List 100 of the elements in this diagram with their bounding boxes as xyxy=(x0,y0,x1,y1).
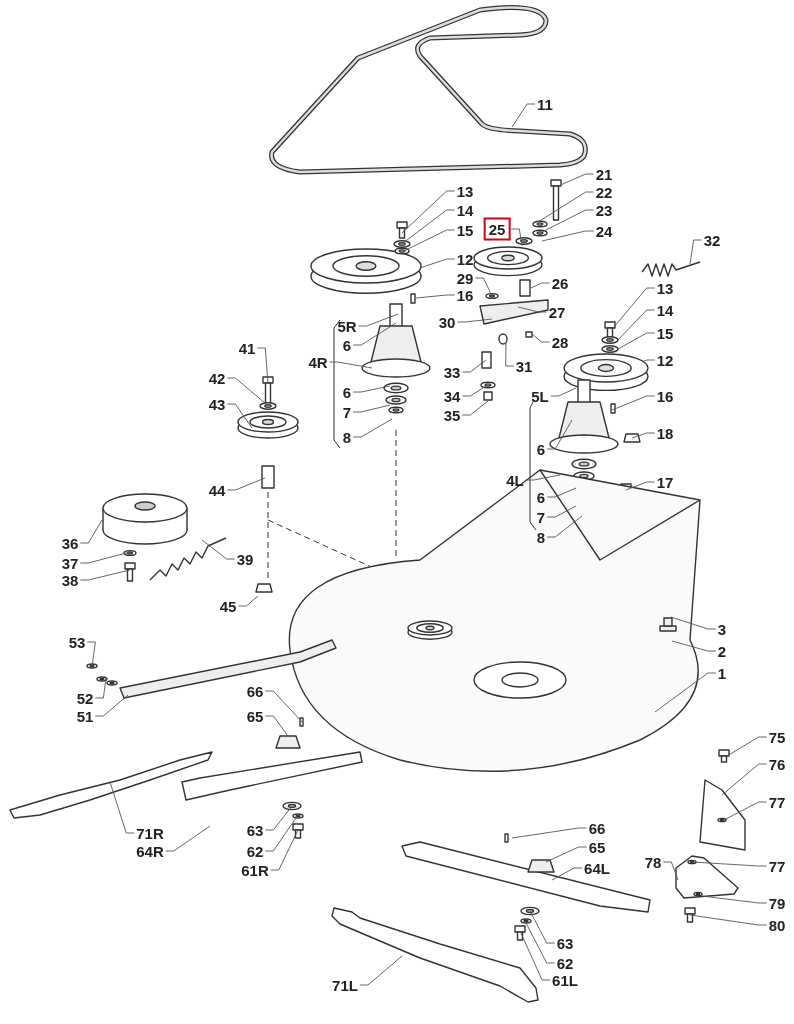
leader-line xyxy=(625,481,656,491)
leader-line xyxy=(264,690,303,723)
leader-line xyxy=(94,677,107,699)
callout-number: 8 xyxy=(535,528,547,546)
callout-number: 1 xyxy=(716,664,728,682)
callout-number: 11 xyxy=(536,95,554,113)
callout-number: 42 xyxy=(207,369,227,387)
leader-line xyxy=(670,616,717,630)
callout-number: 80 xyxy=(767,916,787,934)
leader-line xyxy=(517,306,548,313)
leader-line xyxy=(545,846,588,863)
callout-number: 31 xyxy=(514,357,534,375)
leader-line xyxy=(456,318,493,323)
leader-line xyxy=(617,309,656,341)
callout-number: 15 xyxy=(655,324,675,342)
callout-number: 32 xyxy=(702,231,722,249)
leader-line xyxy=(537,191,595,223)
callout-number: 63 xyxy=(555,934,575,952)
leader-line xyxy=(691,861,768,867)
callout-number: 24 xyxy=(594,222,614,240)
leader-line xyxy=(546,487,577,498)
leader-line xyxy=(555,173,595,188)
leader-line xyxy=(511,827,588,839)
callout-number: 66 xyxy=(587,819,607,837)
callout-number: 66 xyxy=(245,682,265,700)
leader-line xyxy=(613,287,656,328)
leader-line xyxy=(79,569,131,581)
leader-line xyxy=(461,400,489,416)
leader-line xyxy=(352,322,397,346)
leader-line xyxy=(237,595,259,607)
leader-line xyxy=(352,385,391,393)
callout-number: 12 xyxy=(455,250,475,268)
leader-line xyxy=(721,763,768,796)
leader-line xyxy=(403,229,456,252)
leader-line xyxy=(701,895,768,904)
callout-number: 18 xyxy=(655,424,675,442)
leader-line xyxy=(79,551,131,564)
callout-number: 53 xyxy=(67,633,87,651)
leader-line xyxy=(519,930,551,981)
callout-number: 8 xyxy=(341,428,353,446)
callout-number: 34 xyxy=(442,387,462,405)
leader-line xyxy=(611,395,656,411)
callout-number: 75 xyxy=(767,728,787,746)
leader-line xyxy=(226,377,267,405)
callout-number: 61R xyxy=(240,861,270,879)
leader-line xyxy=(617,332,656,350)
callout-number: 5L xyxy=(530,387,550,405)
callout-number: 17 xyxy=(655,473,675,491)
leader-line xyxy=(541,230,595,242)
callout-number: 45 xyxy=(218,597,238,615)
leader-line xyxy=(226,477,266,491)
callout-number: 6 xyxy=(341,336,353,354)
leader-line xyxy=(546,505,577,518)
callout-number: 64R xyxy=(135,842,165,860)
callout-number: 36 xyxy=(60,534,80,552)
callout-number: 4L xyxy=(505,471,525,489)
leader-line xyxy=(109,781,135,834)
callout-number: 62 xyxy=(245,842,265,860)
callout-number: 7 xyxy=(535,508,547,526)
callout-number: 13 xyxy=(455,182,475,200)
callout-number: 61L xyxy=(551,971,579,989)
leader-line xyxy=(510,228,523,247)
callout-number: 27 xyxy=(547,303,567,321)
callout-number: 4R xyxy=(307,353,329,371)
leader-line xyxy=(358,313,399,327)
callout-number: 14 xyxy=(455,201,475,219)
leader-line xyxy=(461,385,487,397)
callout-number: 7 xyxy=(341,403,353,421)
callout-number: 65 xyxy=(245,707,265,725)
leader-line xyxy=(201,539,236,560)
callout-number: 33 xyxy=(442,363,462,381)
leader-line xyxy=(524,920,556,964)
leader-line xyxy=(474,277,493,297)
callout-number: 76 xyxy=(767,755,787,773)
leader-line xyxy=(654,672,717,713)
leader-line xyxy=(226,403,253,429)
leader-line xyxy=(689,914,768,926)
leader-line xyxy=(461,359,487,373)
callout-number: 16 xyxy=(655,387,675,405)
leader-line xyxy=(402,209,456,244)
leader-line xyxy=(264,805,293,831)
callout-number: 51 xyxy=(75,707,95,725)
leader-line xyxy=(726,736,768,757)
callout-number: 71L xyxy=(331,976,359,994)
callout-number: 71R xyxy=(135,824,165,842)
leader-line xyxy=(689,239,703,265)
leader-line xyxy=(415,294,456,299)
callout-number: 26 xyxy=(550,274,570,292)
leader-line xyxy=(419,258,456,269)
callout-number: 5R xyxy=(336,317,358,335)
callout-number: 79 xyxy=(767,894,787,912)
leader-line xyxy=(352,418,393,438)
leader-line xyxy=(546,515,583,538)
callout-number: 29 xyxy=(455,269,475,287)
leader-line xyxy=(631,432,656,439)
callout-number: 25 xyxy=(483,217,511,241)
leader-line xyxy=(165,825,211,852)
leader-line xyxy=(550,387,577,397)
callout-number: 77 xyxy=(767,857,787,875)
leader-line xyxy=(530,282,551,289)
